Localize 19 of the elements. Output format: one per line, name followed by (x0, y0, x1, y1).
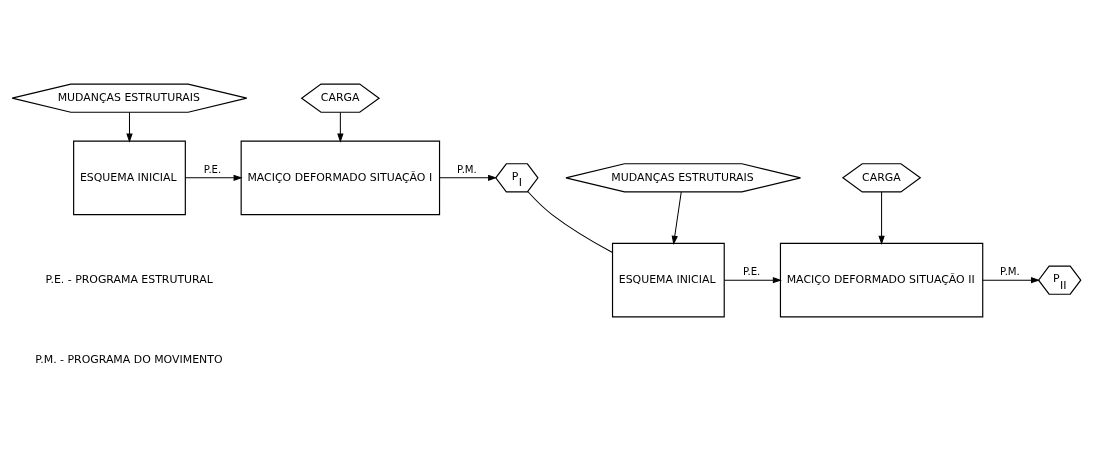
arrow (671, 191, 682, 245)
edge-label: P.E. (742, 265, 761, 277)
arrow (723, 276, 782, 283)
arrow (126, 111, 133, 143)
label: P.E. - PROGRAMA ESTRUTURAL (45, 272, 213, 286)
arrow (439, 174, 498, 181)
edge-label: P.M. (457, 163, 477, 175)
node-box: ESQUEMA INICIAL (611, 242, 725, 317)
arrow (878, 191, 885, 245)
node-box: MACIÇO DEFORMADO SITUAÇÃO II (779, 242, 984, 317)
label: P.M. - PROGRAMA DO MOVIMENTO (35, 352, 223, 366)
edge-label: P.E. (203, 163, 222, 175)
connector (527, 190, 613, 253)
arrow (337, 111, 344, 143)
node-box: ESQUEMA INICIAL (73, 140, 186, 215)
arrow (184, 174, 243, 181)
arrow (982, 276, 1041, 283)
node-box: MACIÇO DEFORMADO SITUAÇÃO I (240, 140, 441, 215)
edge-label: P.M. (1000, 265, 1020, 277)
